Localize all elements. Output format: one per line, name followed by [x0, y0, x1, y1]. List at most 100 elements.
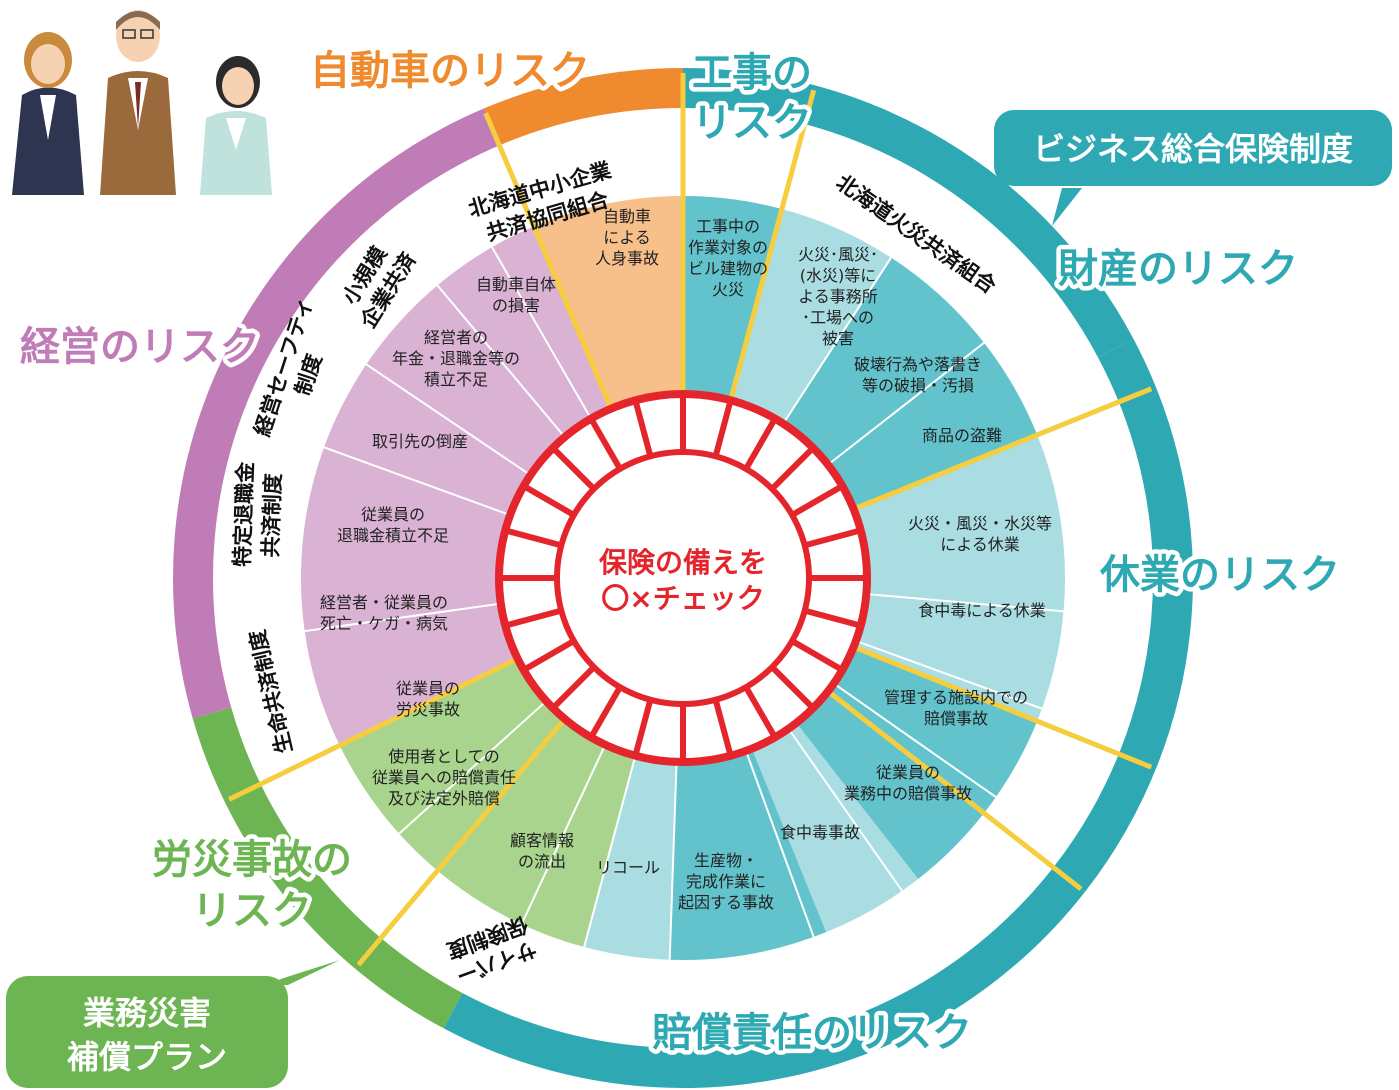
- hub-spoke: [803, 527, 862, 549]
- hub-spoke: [769, 445, 816, 492]
- risk-label-line: 業務中の賠償事故: [844, 784, 972, 803]
- category-liability-risk: 賠償責任のリスク: [652, 1010, 972, 1056]
- risk-label-line: 自動車自体: [476, 275, 556, 294]
- hub-spoke: [790, 638, 844, 673]
- risk-label-line: 従業員の: [876, 763, 940, 782]
- thin-divider: [398, 701, 547, 835]
- outer-ring-interruption: [1053, 338, 1194, 892]
- risk-label-line: 被害: [822, 329, 854, 348]
- workers-accident-label-line2: 補償プラン: [67, 1038, 227, 1076]
- hub-spoke: [550, 664, 597, 711]
- wheel-dividers: [228, 73, 1153, 967]
- outer-ring-property: [683, 68, 1134, 358]
- major-divider: [728, 89, 817, 400]
- thin-divider: [365, 363, 531, 476]
- segment-auto: [533, 196, 683, 413]
- risk-label-line: 年金・退職金等の: [392, 349, 520, 368]
- risk-label-line: の流出: [518, 852, 566, 871]
- thin-divider: [583, 756, 637, 948]
- risk-label-line: 火災･風災･: [798, 245, 878, 264]
- segment-liability-b: [793, 688, 985, 880]
- woman-left-figure: [12, 32, 84, 195]
- risk-label-line: 食中毒事故: [780, 823, 860, 842]
- segment-management: [301, 226, 613, 746]
- segment-liability-c: [750, 719, 919, 933]
- risk-label-line: 顧客情報: [510, 831, 574, 850]
- segment-cyber: [584, 751, 677, 960]
- risk-label-line: 経営者・従業員の: [320, 593, 448, 612]
- system-tokutei-line2: 共済制度: [259, 473, 286, 558]
- hub-spoke: [712, 399, 734, 458]
- segment-property-b: [781, 257, 1038, 511]
- risk-theft: 商品の盗難: [922, 426, 1002, 445]
- risk-label-line: 従業員の: [361, 505, 425, 524]
- major-divider: [827, 689, 1083, 891]
- hub-spoke: [522, 483, 576, 518]
- risk-label-line: 死亡・ケガ・病気: [320, 614, 448, 633]
- risk-label-line: 工事中の: [696, 217, 760, 236]
- outer-ring-liability: [443, 867, 1085, 1088]
- major-divider: [356, 718, 566, 967]
- thin-divider: [788, 728, 903, 892]
- people-illustration: [12, 10, 272, 195]
- risk-label-line: 人身事故: [595, 249, 659, 268]
- risk-label-line: 取引先の倒産: [372, 432, 468, 451]
- hub-spoke: [550, 445, 597, 492]
- hub-spoke: [803, 607, 862, 629]
- center-title-line2: 〇×チェック: [601, 582, 764, 615]
- thin-divider: [668, 762, 678, 960]
- hub-spoke: [743, 417, 778, 471]
- thin-divider: [833, 683, 997, 798]
- system-cyber: サイバー 保険制度: [444, 911, 540, 987]
- risk-label-line: による休業: [940, 535, 1020, 554]
- hub-spoke: [588, 685, 623, 739]
- thin-divider: [520, 745, 606, 925]
- risk-label-line: 火災・風災・水災等: [908, 514, 1052, 533]
- major-divider: [853, 386, 1153, 512]
- risk-label-line: 食中毒による休業: [918, 601, 1046, 620]
- category-auto-risk: 自動車のリスク: [310, 48, 590, 94]
- outer-ring-management: [173, 108, 500, 719]
- category-labor-risk-line1: 労災事故の: [152, 837, 352, 883]
- thin-divider: [745, 751, 815, 938]
- category-management-risk: 経営のリスク: [20, 324, 260, 370]
- segment-construction: [683, 196, 782, 405]
- risk-recall: リコール: [596, 858, 660, 877]
- system-tokutei-line1: 特定退職金: [230, 460, 258, 567]
- risk-label-line: ビル建物の: [688, 259, 768, 278]
- hub-spoke: [522, 638, 576, 673]
- category-construction-risk-line2: リスク: [692, 100, 812, 146]
- risk-label-line: 使用者としての: [388, 747, 500, 766]
- risk-label-line: 積立不足: [424, 370, 488, 389]
- risk-label-line: 労災事故: [396, 700, 460, 719]
- center-hub: [495, 390, 871, 766]
- risk-label-line: 及び法定外賠償: [388, 789, 500, 808]
- segment-liability-d: [669, 744, 827, 960]
- thin-divider: [856, 640, 1043, 710]
- business-insurance-badge: ビジネス総合保険制度: [994, 110, 1392, 226]
- category-property-risk: 財産のリスク: [1058, 246, 1298, 292]
- thin-divider: [782, 257, 892, 424]
- thin-divider: [491, 246, 592, 419]
- outer-ring-auto: [483, 68, 683, 146]
- hub-spoke: [743, 685, 778, 739]
- risk-label-line: ･工場への: [802, 308, 874, 327]
- risk-label-line: による: [603, 228, 651, 247]
- risk-label-line: 退職金積立不足: [337, 526, 449, 545]
- risk-label-line: 作業対象の: [688, 238, 768, 257]
- major-divider: [228, 656, 518, 802]
- hub-spoke: [504, 527, 563, 549]
- business-insurance-label: ビジネス総合保険制度: [1033, 130, 1353, 168]
- risk-label-line: 自動車: [603, 207, 651, 226]
- thin-divider: [828, 342, 985, 465]
- risk-label-line: 経営者の: [424, 328, 488, 347]
